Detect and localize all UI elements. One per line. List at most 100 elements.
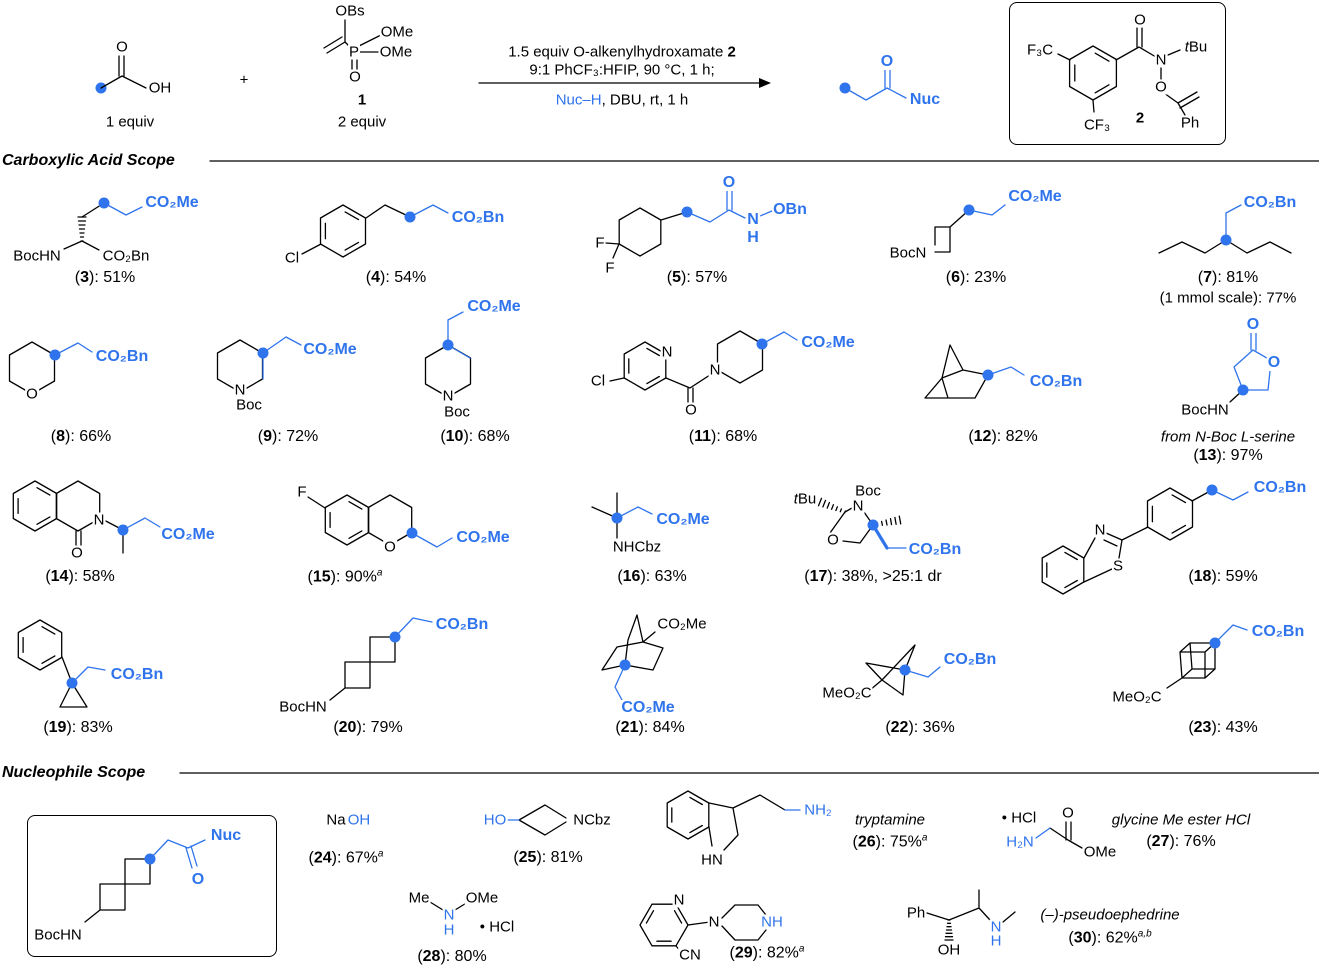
stereo-hash-bond <box>817 497 847 514</box>
atom-label: O <box>684 401 698 419</box>
compound-number: 7 <box>1198 269 1218 286</box>
bond-line <box>1171 524 1187 534</box>
compound-yield: : 59% <box>1216 568 1258 585</box>
atom-label: NH₂ <box>803 801 833 819</box>
compound-yield: : 75% <box>880 833 922 851</box>
compound-number: 15 <box>308 569 336 586</box>
compound-yield: : 23% <box>965 269 1007 286</box>
reagent-number: 2 <box>1134 109 1146 127</box>
new-bond-line <box>411 532 453 548</box>
atom-label: N <box>660 343 674 361</box>
atom-label: CO₂Me <box>655 511 711 528</box>
new-bond-line <box>614 664 626 701</box>
atom-label: O <box>348 68 362 86</box>
atom-label: CO₂Bn <box>1028 373 1084 390</box>
conditions-line-3: Nuc–H, DBU, rt, 1 h <box>556 92 689 109</box>
compound-number: 29 <box>730 945 758 962</box>
atom-label: CF₃ <box>1082 116 1112 134</box>
atom-label: 1 equiv <box>104 113 156 131</box>
reagent-number: 1 <box>356 91 368 109</box>
compound-number: 9 <box>258 428 278 445</box>
atom-label: Boc <box>854 482 882 500</box>
new-bond-line <box>262 336 302 380</box>
new-bond-line <box>686 189 773 223</box>
bond-line <box>63 240 100 251</box>
nucleophile-text: Nuc–H <box>555 91 602 109</box>
atom-label: CO₂Me <box>656 615 708 633</box>
compound-caption-6: 6: 23% <box>946 269 1007 286</box>
atom-label: F <box>594 234 606 252</box>
nucleophile-caption-24: 24: 67%a <box>309 849 384 867</box>
bond-line <box>1094 52 1110 62</box>
compound-yield: : 66% <box>70 428 112 445</box>
compound-number: 11 <box>689 428 717 445</box>
bond-line <box>1121 489 1213 541</box>
bond-line <box>307 496 326 509</box>
bond-line <box>323 19 382 71</box>
atom-label: S <box>1111 557 1125 575</box>
atom-label: NCbz <box>572 811 612 829</box>
compound-number: 8 <box>51 428 71 445</box>
compound-caption-5: 5: 57% <box>667 269 727 286</box>
conditions-text: 1.5 equiv O-alkenylhydroxamate <box>508 43 728 61</box>
new-bond-line <box>394 617 433 638</box>
compound-yield: : 62% <box>1096 929 1138 947</box>
atom-label: Nuc <box>908 91 942 108</box>
bond-line <box>55 480 101 532</box>
bond-line <box>84 858 151 923</box>
plus-sign: + <box>239 71 249 89</box>
new-bond-line <box>103 202 143 216</box>
compound-yield: : 80% <box>445 948 487 965</box>
atom-label: Me <box>407 889 431 907</box>
atom-label: CO₂Bn <box>101 247 151 265</box>
new-bond-line <box>54 342 93 356</box>
tbu-label: tBu <box>793 490 817 508</box>
atom-label: BocN <box>888 244 928 262</box>
new-bond-line <box>122 517 161 531</box>
atom-label: CO₂Me <box>466 298 522 315</box>
conditions-line-1: 1.5 equiv O-alkenylhydroxamate 2 <box>508 44 736 61</box>
compound-yield: : 58% <box>73 568 115 585</box>
bond-line <box>716 330 764 384</box>
bond-line <box>618 207 662 257</box>
compound-yield: : 79% <box>361 719 403 736</box>
compound-number: 4 <box>366 269 386 286</box>
compound-caption-12: 12: 82% <box>968 428 1037 445</box>
new-bond-line <box>71 666 106 684</box>
compound-caption-10: 10: 68% <box>440 428 509 445</box>
bond-line <box>1064 579 1078 589</box>
bond-line <box>639 903 689 947</box>
atom-label: Na <box>325 811 347 829</box>
atom-label: OMe <box>379 23 415 41</box>
atom-label: H <box>442 921 456 939</box>
new-bond-line <box>968 204 1006 216</box>
atom-label: CO₂Me <box>160 526 216 543</box>
new-bond-line <box>409 204 449 218</box>
atom-label: • HCl <box>478 918 516 936</box>
compound-yield: : 63% <box>645 568 687 585</box>
atom-label: OBn <box>772 201 808 218</box>
compound-caption-13: 13: 97% <box>1193 447 1262 464</box>
conditions-text: , DBU, rt, 1 h <box>601 91 689 109</box>
bond-line <box>41 626 56 635</box>
conditions-line-2: 9:1 PhCF₃:HFIP, 90 °C, 1 h; <box>529 61 715 79</box>
atom-label: N <box>708 361 722 379</box>
atom-label: CO₂Me <box>302 341 358 358</box>
atom-label: • HCl <box>1000 809 1038 827</box>
new-bond-line <box>844 69 907 101</box>
atom-label: CO₂Bn <box>1242 194 1298 211</box>
compound-number: 16 <box>617 568 645 585</box>
bond-line <box>926 889 1016 923</box>
nucleophile-name: tryptamine <box>854 811 926 829</box>
atom-label: CO₂Me <box>455 529 511 546</box>
atom-label: N <box>441 387 455 405</box>
nucleophile-name: (–)-pseudoephedrine <box>1040 906 1180 924</box>
atom-label: OMe <box>464 889 500 907</box>
bond-line <box>1146 487 1194 541</box>
reagent-number: 2 <box>727 43 736 61</box>
compound-number: 6 <box>946 269 966 286</box>
new-bond-line <box>1211 489 1249 501</box>
bond-line <box>344 211 360 221</box>
atom-label: CO₂Bn <box>1250 623 1306 640</box>
nucleophile-caption-28: 28: 80% <box>417 948 487 965</box>
